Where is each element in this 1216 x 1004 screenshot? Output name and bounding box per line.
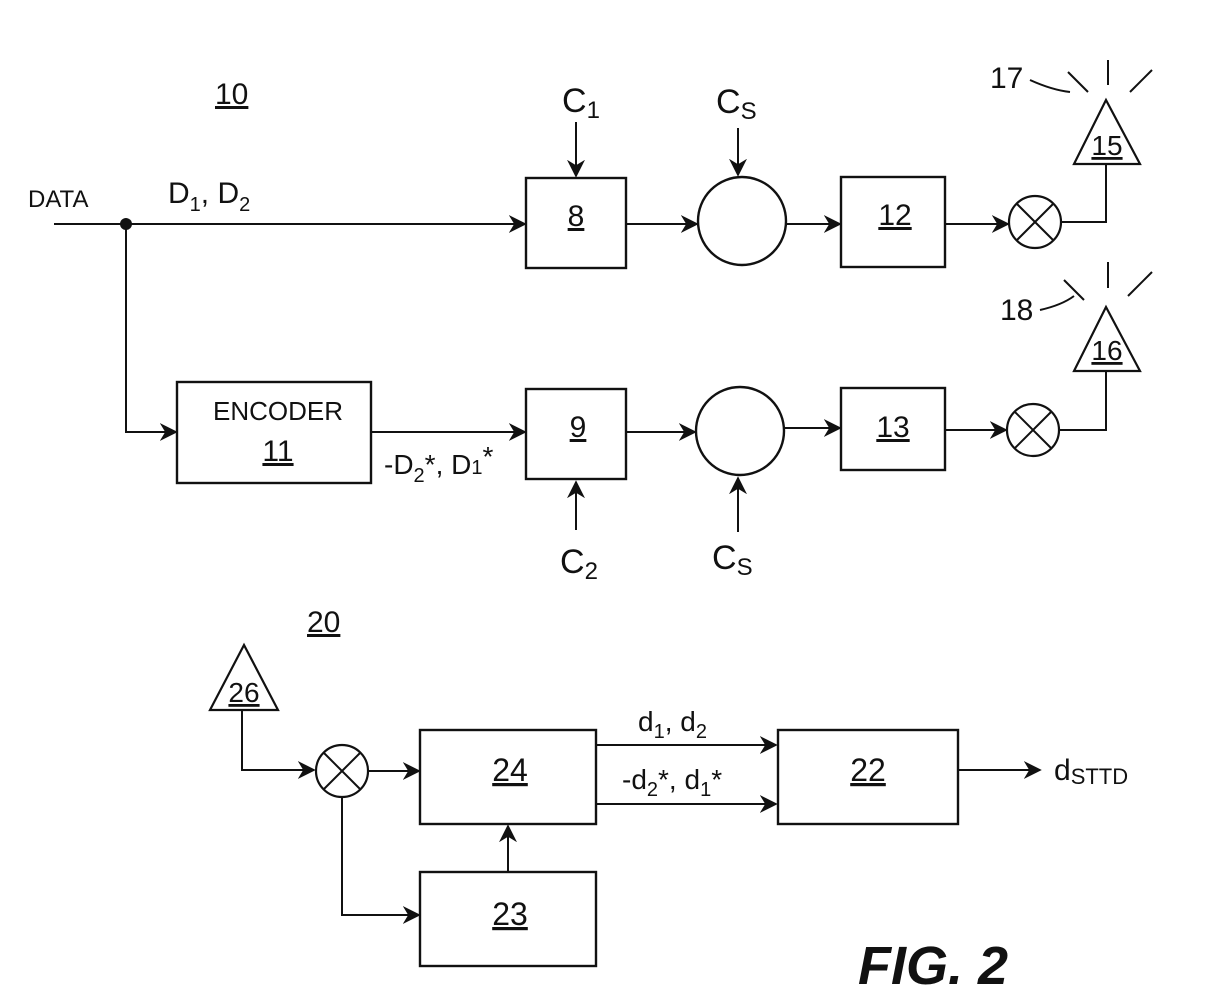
encoder-label: ENCODER: [213, 396, 343, 426]
antenna-16-label: 16: [1091, 335, 1122, 366]
block-24-label: 24: [492, 752, 528, 788]
block-8-label: 8: [568, 200, 585, 233]
code-c2-label: C2: [560, 543, 598, 585]
antenna-26-label: 26: [228, 677, 259, 708]
block-9-label: 9: [570, 411, 587, 444]
receiver-ref: 20: [307, 606, 340, 639]
block-22-label: 22: [850, 752, 886, 788]
lower-mixer: [1007, 404, 1059, 456]
output-label: dSTTD: [1054, 754, 1128, 789]
ref-18-label: 18: [1000, 294, 1033, 327]
block-12-label: 12: [878, 199, 911, 232]
code-cs-top-label: CS: [716, 83, 757, 125]
upper-mixer: [1009, 196, 1061, 248]
antenna-15-label: 15: [1091, 130, 1122, 161]
code-cs-bottom-label: CS: [712, 539, 753, 581]
transmitter-ref: 10: [215, 78, 248, 111]
figure-caption: FIG. 2: [858, 936, 1008, 996]
ref-17-leader: [1030, 80, 1070, 92]
block-13-label: 13: [876, 411, 909, 444]
branch-to-encoder: [126, 224, 176, 432]
lower-spreader-circle: [696, 387, 784, 475]
rx-upper-signal-label: d1, d2: [638, 706, 707, 743]
ref-18-leader: [1040, 296, 1074, 310]
block-23-label: 23: [492, 896, 528, 932]
upper-spreader-circle: [698, 177, 786, 265]
ref-17-label: 17: [990, 62, 1023, 95]
data-input-label: DATA: [28, 186, 88, 213]
receiver-mixer: [316, 745, 368, 797]
mixer-to-antenna16: [1059, 372, 1106, 430]
upper-signal-label: D1, D2: [168, 177, 250, 216]
rx-lower-signal-label: -d2*, d1*: [622, 764, 722, 801]
encoder-ref: 11: [262, 435, 293, 468]
mixer-to-block23: [342, 797, 419, 915]
mixer-to-antenna15: [1061, 165, 1106, 222]
lower-signal-label: -D2*, D1*: [384, 441, 493, 487]
code-c1-label: C1: [562, 82, 600, 124]
antenna26-to-mixer: [242, 710, 314, 770]
